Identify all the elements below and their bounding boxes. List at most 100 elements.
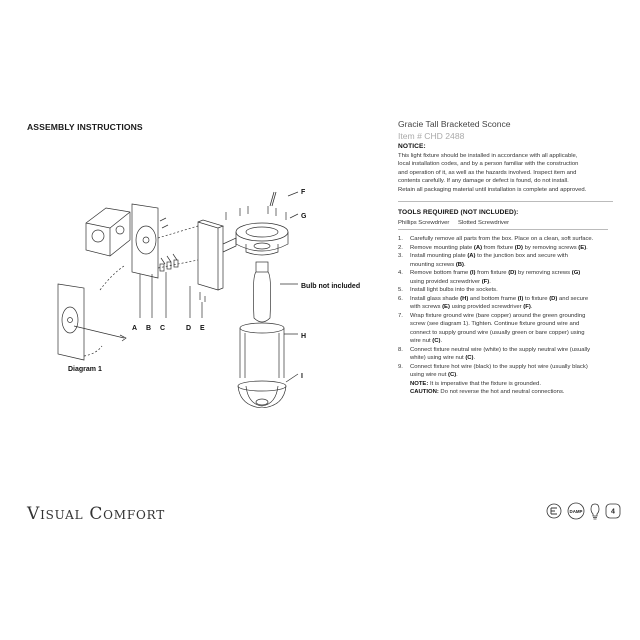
step-line: 5. Install light bulbs into the sockets.: [398, 286, 613, 295]
step-line: 6. Install glass shade (H) and bottom fra…: [398, 295, 613, 304]
fixture-top: [235, 222, 289, 256]
step-number: 5.: [398, 287, 403, 294]
step-line: 8. Connect fixture neutral wire (white) t…: [398, 346, 613, 355]
caution-line: CAUTION: Do not reverse the hot and neut…: [398, 388, 613, 397]
step-text: wire nut (C).: [410, 338, 443, 345]
tool-item: Slotted Screwdriver: [458, 220, 510, 227]
part-ref: (H): [460, 295, 469, 302]
fixture-backplate: [197, 219, 225, 291]
damp-label: DAMP: [570, 509, 583, 514]
step-number: [398, 337, 410, 346]
step-text: Install light bulbs into the sockets.: [410, 287, 498, 294]
part-ref: (I): [517, 295, 524, 302]
step-text: connect to supply ground wire (usually g…: [410, 329, 585, 336]
part-ref: (D): [514, 244, 523, 251]
step-number: [398, 354, 410, 363]
step-line: 1. Carefully remove all parts from the bo…: [398, 235, 613, 244]
notice-line: and operation of it, as well as the haza…: [398, 169, 577, 176]
bulb: [252, 261, 272, 323]
step-text: with screws (E) using provided screwdriv…: [410, 304, 533, 311]
bulb-icon: [590, 503, 600, 520]
step-number: 6.: [398, 295, 403, 302]
divider: [398, 229, 608, 231]
item-number: Item # CHD 2488: [398, 131, 465, 141]
assembly-instructions-title: ASSEMBLY INSTRUCTIONS: [27, 122, 143, 132]
part-ref: (A): [467, 253, 476, 260]
part-ref: (D): [508, 270, 517, 277]
step-text: Carefully remove all parts from the box.…: [410, 236, 594, 243]
product-name: Gracie Tall Bracketed Sconce: [398, 119, 511, 129]
divider: [398, 201, 613, 203]
step-text: Wrap fixture ground wire (bare copper) a…: [410, 312, 586, 319]
step-line: screw (see diagram 1). Tighten. Continue…: [398, 320, 613, 329]
callout-d: D: [186, 325, 191, 332]
notice-line: Retain all packaging material until inst…: [398, 186, 587, 193]
note-line: NOTE: It is imperative that the fixture …: [398, 380, 613, 389]
step-text: using provided screwdriver (F).: [410, 278, 491, 285]
step-number: 7.: [398, 312, 403, 319]
step-number: 8.: [398, 346, 403, 353]
caution-label: CAUTION:: [410, 389, 439, 396]
junction-box: [85, 207, 131, 257]
part-ref: (B): [455, 261, 465, 268]
screws-and-wire-nuts: [159, 217, 179, 272]
step-text: Remove bottom frame (I) from fixture (D)…: [410, 270, 581, 277]
part-ref: (F): [481, 278, 490, 285]
step-line: 4. Remove bottom frame (I) from fixture (…: [398, 269, 613, 278]
brand-c: C: [89, 504, 104, 524]
step-line: mounting screws (B).: [398, 261, 613, 270]
callout-a: A: [132, 325, 137, 332]
bulb-not-included-label: Bulb not included: [301, 283, 360, 290]
callout-b: B: [146, 325, 151, 332]
steps-list: 1. Carefully remove all parts from the bo…: [398, 235, 613, 380]
tools-heading: TOOLS REQUIRED (NOT INCLUDED):: [398, 209, 519, 217]
notice-line: contents carefully. If any damage or def…: [398, 178, 569, 185]
glass-shade: [239, 322, 285, 378]
instructions-panel: Gracie Tall Bracketed Sconce Item # CHD …: [398, 118, 613, 397]
step-text: Remove mounting plate (A) from fixture (…: [410, 244, 588, 251]
step-line: 9.Connect fixture hot wire (black) to th…: [398, 363, 613, 372]
part-ref: (C): [465, 355, 474, 362]
brand-isual: ISUAL: [40, 508, 84, 522]
notice-line: local installation codes, and by a perso…: [398, 161, 579, 168]
callout-h: H: [301, 333, 306, 340]
etl-listed-icon: [546, 503, 562, 519]
brand-omfort: OMFORT: [103, 508, 166, 522]
step-line: connect to supply ground wire (usually g…: [398, 329, 613, 338]
step-line: white) using wire nut (C).: [398, 354, 613, 363]
step-line: 7. Wrap fixture ground wire (bare copper)…: [398, 312, 613, 321]
part-ref: (F): [523, 304, 531, 311]
step-number: [398, 261, 410, 270]
notice-line: This light fixture should be installed i…: [398, 153, 578, 159]
step-text: mounting screws (B).: [410, 261, 466, 268]
caution-text: Do not reverse the hot and neutral conne…: [438, 389, 565, 396]
note-text: It is imperative that the fixture is gro…: [428, 380, 541, 387]
brand-v: V: [27, 504, 41, 524]
step-number: 2.: [398, 244, 403, 251]
step-text: Install glass shade (H) and bottom frame…: [410, 295, 589, 302]
step-number: 9.: [398, 363, 403, 370]
step-number: [398, 278, 410, 287]
callout-i: I: [301, 373, 303, 380]
step-text: Install mounting plate (A) to the juncti…: [410, 253, 568, 260]
step-number: 4.: [398, 270, 403, 277]
step-number: 1.: [398, 236, 403, 243]
step-line: using wire nut (C).: [398, 371, 613, 380]
diagram-1-inset: [57, 265, 127, 361]
step-text: using wire nut (C).: [410, 372, 458, 379]
callout-e: E: [200, 325, 205, 332]
step-number: [398, 320, 410, 329]
step-line: with screws (E) using provided screwdriv…: [398, 303, 613, 312]
callout-c: C: [160, 325, 165, 332]
part-ref: (A): [473, 244, 483, 251]
mounting-plate: [131, 203, 159, 279]
certification-icons: DAMP 4: [546, 502, 621, 520]
step-text: Connect fixture neutral wire (white) to …: [410, 346, 591, 353]
step-number: [398, 329, 410, 338]
part-ref: (G): [571, 270, 581, 277]
assembly-diagram: A B C D E F G H I Bulb not included Diag…: [57, 189, 360, 408]
step-number: [398, 303, 410, 312]
damp-rated-icon: DAMP: [567, 502, 585, 520]
notice-heading: NOTICE:: [398, 143, 426, 150]
brand-logo: VISUAL COMFORT: [27, 504, 165, 524]
